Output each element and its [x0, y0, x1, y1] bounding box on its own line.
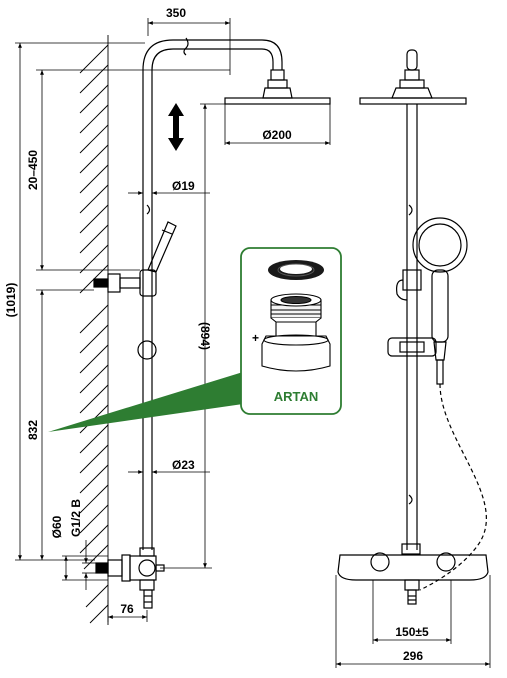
dim-upper-pipe-diameter: Ø19 — [172, 179, 195, 193]
side-view-shower — [93, 37, 331, 609]
dim-lower-pipe-diameter: Ø23 — [172, 458, 195, 472]
dim-head-diameter: Ø200 — [262, 128, 292, 142]
dim-overall-height: (1019) — [4, 283, 18, 318]
dim-arm-projection: 350 — [166, 6, 186, 20]
wall-hatching — [79, 35, 109, 625]
dim-thread-spec: G1/2 B — [69, 499, 83, 537]
front-dimension-lines — [335, 575, 491, 668]
dim-lower-height: 832 — [26, 420, 40, 440]
front-view-shower — [337, 49, 489, 605]
brand-label: ARTAN — [274, 389, 319, 404]
height-adjust-arrow — [168, 103, 184, 151]
dim-flange-diameter: Ø60 — [50, 515, 64, 538]
dim-inlet-spacing: 150±5 — [395, 625, 429, 639]
dimension-lines — [15, 18, 331, 622]
dim-rail-height: (894) — [198, 322, 212, 350]
callout-box: + ARTAN — [240, 247, 342, 415]
callout-pointer — [48, 372, 243, 432]
plus-sign: + — [252, 331, 259, 345]
dim-mixer-width: 296 — [403, 649, 423, 663]
dim-height-range: 20–450 — [26, 150, 40, 190]
dim-wall-offset: 76 — [120, 602, 134, 616]
